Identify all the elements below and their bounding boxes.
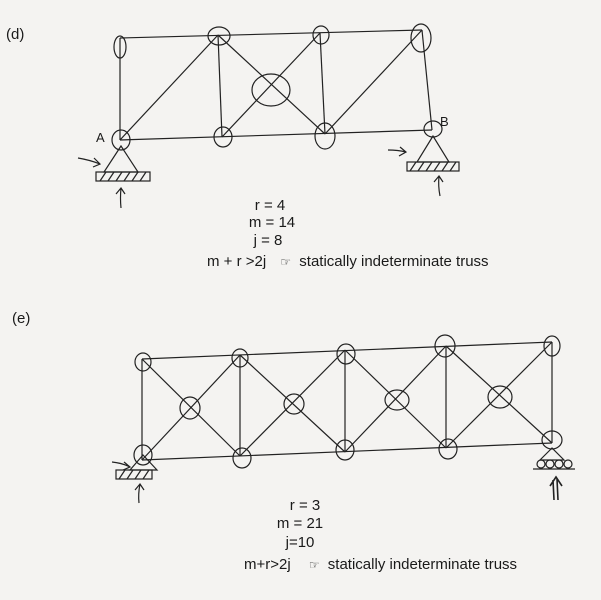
support-right-roller bbox=[538, 447, 566, 461]
truss-e-joint bbox=[487, 385, 513, 409]
part-d-j: j = 8 bbox=[253, 232, 283, 249]
reaction-arrow-b-vertical bbox=[433, 174, 444, 197]
truss-e-top-chord bbox=[141, 341, 553, 360]
truss-d-joint bbox=[213, 126, 233, 148]
reaction-arrow-a-vertical bbox=[115, 186, 126, 209]
truss-d-joint bbox=[207, 26, 231, 46]
support-left-ground bbox=[115, 469, 153, 480]
truss-d-bottom-chord bbox=[119, 129, 433, 141]
truss-e-joint bbox=[336, 343, 356, 365]
truss-e-joint bbox=[133, 444, 153, 466]
part-d-result: statically indeterminate truss bbox=[299, 253, 489, 270]
support-a-label: A bbox=[96, 130, 105, 145]
truss-e-member bbox=[344, 345, 447, 453]
part-e-r: r = 3 bbox=[289, 497, 321, 514]
truss-e-joint bbox=[541, 430, 563, 450]
part-e-inequality: m+r>2j bbox=[244, 556, 291, 573]
part-d-label: (d) bbox=[6, 26, 25, 43]
truss-d-joint bbox=[314, 122, 336, 150]
truss-e-bottom-chord bbox=[141, 442, 553, 461]
truss-e-joint bbox=[438, 438, 458, 460]
support-b-label: B bbox=[440, 114, 449, 129]
truss-e-joint bbox=[384, 389, 410, 411]
truss-d-joint bbox=[111, 129, 131, 151]
implies-icon: ☞ bbox=[280, 255, 292, 269]
truss-e-joint bbox=[179, 396, 201, 420]
reaction-arrow-b-horizontal bbox=[387, 146, 408, 157]
truss-e-joint bbox=[231, 348, 249, 368]
reaction-arrow-left-vertical bbox=[134, 482, 145, 504]
part-d-m: m = 14 bbox=[248, 214, 296, 231]
implies-icon: ☞ bbox=[308, 558, 320, 572]
reaction-arrow-right-vertical bbox=[549, 475, 563, 501]
support-a-ground bbox=[95, 171, 151, 182]
truss-d-member bbox=[421, 29, 433, 131]
part-e-conclusion: m+r>2j ☞ statically indeterminate truss bbox=[244, 556, 517, 573]
truss-d-joint bbox=[251, 73, 291, 107]
part-d-inequality: m + r >2j bbox=[207, 253, 267, 270]
truss-e-joint bbox=[335, 439, 355, 461]
part-d-conclusion: m + r >2j ☞ statically indeterminate tru… bbox=[207, 253, 489, 270]
truss-d-member bbox=[221, 32, 321, 138]
support-b-ground bbox=[406, 161, 460, 172]
truss-d-member bbox=[217, 34, 223, 138]
truss-e-joint bbox=[232, 447, 252, 469]
part-e-label: (e) bbox=[12, 310, 31, 327]
part-e-j: j=10 bbox=[285, 534, 315, 551]
truss-d-joint bbox=[312, 25, 330, 45]
truss-d bbox=[77, 23, 460, 209]
truss-e-member bbox=[141, 354, 241, 461]
truss-e-joint bbox=[543, 335, 561, 357]
reaction-arrow-a-horizontal bbox=[77, 157, 102, 168]
truss-d-top-chord bbox=[119, 29, 423, 39]
part-e-result: statically indeterminate truss bbox=[327, 556, 518, 573]
truss-e-joint bbox=[283, 393, 305, 415]
truss-d-member bbox=[319, 32, 326, 135]
truss-e-joint bbox=[434, 334, 456, 358]
part-e-m: m = 21 bbox=[276, 515, 324, 532]
truss-e-joint bbox=[134, 352, 152, 372]
truss-d-member bbox=[119, 34, 219, 141]
truss-d-member bbox=[324, 29, 423, 135]
truss-d-joint bbox=[113, 35, 127, 59]
truss-e bbox=[111, 334, 575, 504]
support-b-pin bbox=[415, 134, 451, 163]
part-d-r: r = 4 bbox=[254, 197, 286, 214]
truss-d-joint bbox=[410, 23, 432, 53]
truss-e-member bbox=[445, 341, 553, 449]
reaction-arrow-left-horizontal bbox=[111, 461, 132, 471]
truss-e-member bbox=[239, 349, 346, 457]
